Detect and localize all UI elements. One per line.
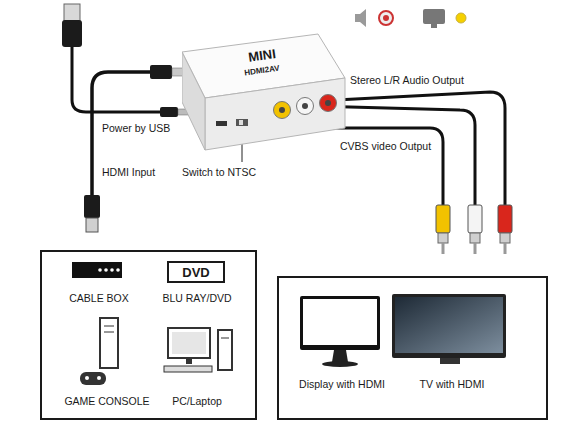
tv-icon xyxy=(392,294,506,358)
cable-box-icon xyxy=(72,262,122,278)
callout-label: HDMI Input xyxy=(100,166,157,178)
rca-jack xyxy=(274,102,291,119)
rca-plugs xyxy=(474,243,477,254)
ntsc-switch xyxy=(239,120,243,125)
rca-plugs xyxy=(468,205,482,233)
tv-icon xyxy=(392,294,506,364)
pc-icon xyxy=(221,338,229,339)
pc-icon xyxy=(164,366,212,372)
rca-jack xyxy=(297,98,314,115)
callout-label: Stereo L/R Audio Output xyxy=(348,74,466,86)
usb-cable xyxy=(62,20,82,47)
rca-cables xyxy=(290,92,505,205)
tv-icon xyxy=(440,358,460,364)
usb-port xyxy=(216,121,227,126)
hdmi-cable xyxy=(150,65,172,79)
usb-cable xyxy=(72,46,160,112)
monitor-icon xyxy=(303,299,377,345)
monitor-icon xyxy=(423,9,445,28)
jack-hole xyxy=(302,103,308,109)
display-panel: Display with HDMI TV with HDMI xyxy=(277,276,548,420)
rca-plugs xyxy=(498,205,512,233)
jack-hole xyxy=(325,100,331,106)
pc-icon xyxy=(172,332,206,354)
rca-jack xyxy=(320,95,337,112)
usb-cable xyxy=(64,4,80,21)
game-console-icon xyxy=(104,332,114,333)
speaker-icon xyxy=(355,9,366,27)
rca-icon xyxy=(383,15,389,21)
hdmi-cable xyxy=(84,195,100,218)
node-text: BLU RAY/DVD xyxy=(162,292,231,304)
monitor-icon xyxy=(300,296,380,350)
rca-plugs xyxy=(504,243,507,254)
callout-label: Switch to NTSC xyxy=(180,166,258,178)
rca-plugs xyxy=(500,233,510,243)
cable-box-icon xyxy=(98,268,102,272)
usb-cable xyxy=(62,4,188,117)
hdmi-cable xyxy=(84,65,185,232)
rca-plugs xyxy=(442,243,445,254)
node-text: TV with HDMI xyxy=(420,378,485,390)
rca-plugs xyxy=(470,233,480,243)
monitor-icon xyxy=(332,350,348,362)
callout-label: CVBS video Output xyxy=(338,140,433,152)
rca-plugs xyxy=(438,233,448,243)
source-panel: DVD CABLE BOX BLU RAY/DVD GAME CONSOLE PC/La… xyxy=(40,250,257,420)
rca-icon xyxy=(379,11,393,25)
hdmi-cable xyxy=(86,218,98,232)
ntsc-switch xyxy=(236,119,248,126)
cable-box-icon xyxy=(110,268,114,272)
node-text: DVD xyxy=(182,265,209,280)
node-text: PC/Laptop xyxy=(172,395,222,407)
jack-hole xyxy=(279,107,285,113)
monitor-icon xyxy=(423,9,445,24)
game-console-icon xyxy=(80,372,106,385)
dvd-badge: DVD xyxy=(167,261,225,283)
pc-icon xyxy=(168,328,210,358)
cable-box-icon xyxy=(104,268,108,272)
monitor-icon xyxy=(431,24,437,28)
speaker-icon xyxy=(355,9,366,27)
pc-icon xyxy=(186,358,192,364)
usb-cable xyxy=(160,107,178,117)
monitor-icon xyxy=(300,296,380,367)
game-console-icon xyxy=(85,376,89,380)
node-text: Display with HDMI xyxy=(299,378,385,390)
pc-icon xyxy=(164,328,232,372)
pc-icon xyxy=(218,330,232,370)
video-dot-icon xyxy=(456,13,466,23)
rca-plugs xyxy=(436,205,450,233)
device-side xyxy=(182,52,205,150)
game-console-icon xyxy=(97,376,101,380)
tv-icon xyxy=(395,297,503,353)
rca-plugs xyxy=(436,205,512,254)
device-front xyxy=(205,78,345,150)
converter-box: MINIHDMI2AV xyxy=(182,28,347,153)
node-text: GAME CONSOLE xyxy=(64,395,149,407)
monitor-icon xyxy=(322,361,358,367)
game-console-icon xyxy=(80,318,118,385)
video-dot-icon xyxy=(456,13,466,23)
game-console-icon xyxy=(100,318,118,368)
cable-box-icon xyxy=(116,268,120,272)
node-text: CABLE BOX xyxy=(69,292,129,304)
cable-box-icon xyxy=(72,262,122,278)
game-console-icon xyxy=(104,326,114,327)
rca-icon xyxy=(379,11,393,25)
callout-label: Power by USB xyxy=(100,122,172,134)
